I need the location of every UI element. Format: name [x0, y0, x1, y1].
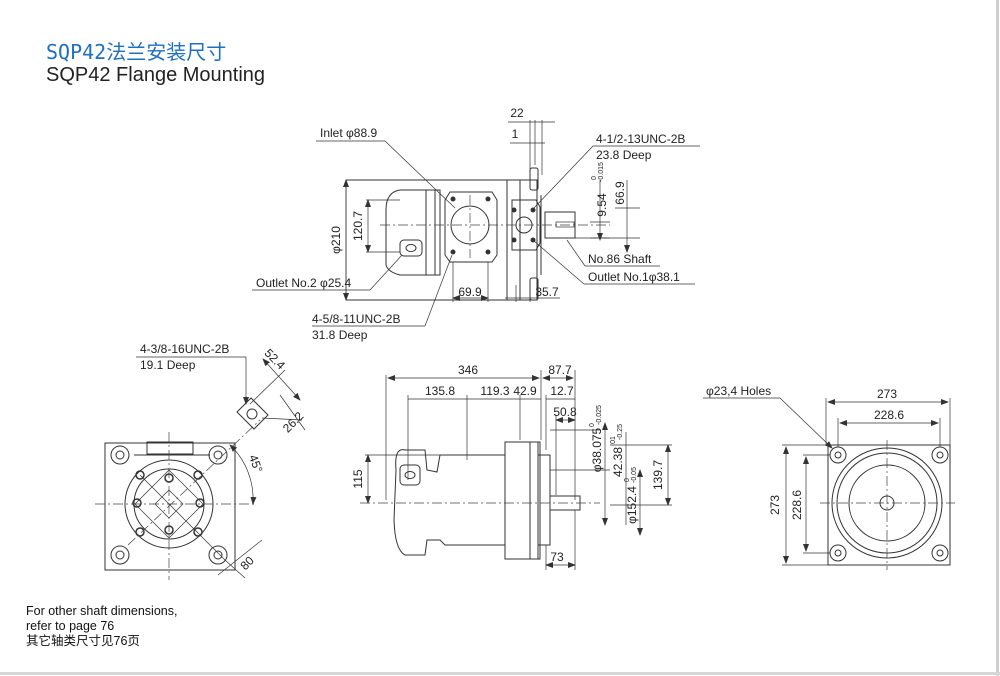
- dim-66-9: 66.9: [613, 181, 627, 205]
- shaft-note: For other shaft dimensions, refer to pag…: [26, 604, 177, 649]
- dim-35-7: 35.7: [535, 285, 559, 299]
- dim-38-075-tol-low: -0.025: [596, 405, 603, 425]
- dim-228-6-vertical: 228.6: [790, 490, 804, 520]
- top-view: φ210 120.7 69.9 35.7 22 1: [252, 106, 700, 342]
- dim-228-6-horizontal: 228.6: [874, 408, 904, 422]
- dim-119-3: 119.3: [480, 384, 509, 398]
- dim-42-38-tol-low: -0.25: [617, 424, 624, 440]
- dim-120-7: 120.7: [351, 211, 365, 241]
- end-view: 52.4 26.2 45° 80 4-3/8-16UNC-2B 19.1 Dee…: [95, 342, 307, 580]
- rear-cover: [385, 189, 441, 276]
- dim-135-8: 135.8: [425, 384, 455, 398]
- dim-210: φ210: [329, 226, 343, 254]
- thread-3-8-depth: 19.1 Deep: [140, 358, 196, 372]
- dim-26-2: 26.2: [280, 409, 307, 436]
- shaft-label: No.86 Shaft: [588, 252, 652, 266]
- note-line-1: For other shaft dimensions,: [26, 604, 178, 618]
- title-english: SQP42 Flange Mounting: [46, 64, 266, 86]
- dim-52-4: 52.4: [262, 346, 289, 373]
- dim-273-horizontal: 273: [877, 387, 897, 401]
- dim-9-54-tol-up: 0: [591, 176, 598, 180]
- note-line-3: 其它轴类尺寸见76页: [26, 634, 140, 648]
- note-line-2: refer to page 76: [26, 619, 115, 633]
- dim-42-38-tol-up: 01: [610, 436, 617, 444]
- title-chinese: SQP42法兰安装尺寸: [46, 40, 227, 64]
- thread-1-2-depth: 23.8 Deep: [596, 148, 652, 162]
- dim-1: 1: [512, 127, 519, 141]
- dim-73: 73: [550, 550, 564, 564]
- front-view: 273 228.6 273 228.6 φ23,4 Holes: [703, 384, 955, 570]
- frame-border-right: [996, 0, 999, 676]
- outlet2-label: Outlet No.2 φ25.4: [256, 276, 351, 290]
- dim-9-54-tol-low: -0.015: [598, 162, 605, 182]
- dim-42-9: 42.9: [513, 384, 537, 398]
- thread-5-8-depth: 31.8 Deep: [312, 328, 368, 342]
- outlet2-port: [399, 239, 423, 257]
- dim-115: 115: [351, 469, 365, 488]
- dim-87-7: 87.7: [548, 363, 572, 377]
- dim-80: 80: [237, 553, 257, 573]
- dim-152-4-tol-low: -0.05: [631, 467, 638, 483]
- side-view: 346 87.7 135.8 119.3 42.9 12.7 50.8 115 …: [351, 363, 672, 570]
- dim-152-4-tol-up: 0: [624, 478, 631, 482]
- dim-38-075: φ38.075: [590, 427, 604, 472]
- thread-3-8-label: 4-3/8-16UNC-2B: [140, 342, 229, 356]
- dim-50-8: 50.8: [553, 405, 577, 419]
- dim-9-54: 9.54: [595, 193, 609, 217]
- top-body-outline: [346, 179, 521, 301]
- outlet1-flange: [511, 199, 541, 251]
- end-view-flange: [104, 442, 236, 571]
- inlet-label: Inlet φ88.9: [320, 126, 377, 140]
- frame-border-bottom: [0, 672, 1000, 675]
- thread-5-8-label: 4-5/8-11UNC-2B: [312, 312, 400, 326]
- dim-22: 22: [510, 106, 524, 120]
- dim-273-vertical: 273: [768, 495, 782, 515]
- thread-1-2-label: 4-1/2-13UNC-2B: [596, 132, 685, 146]
- outlet-flange-small: [236, 397, 269, 430]
- dim-69-9: 69.9: [458, 285, 482, 299]
- holes-label: φ23,4 Holes: [706, 384, 771, 398]
- dim-139-7: 139.7: [651, 460, 665, 490]
- angle-45: 45°: [246, 453, 265, 475]
- inlet-flange: [444, 191, 498, 263]
- outlet1-label: Outlet No.1φ38.1: [588, 270, 680, 284]
- front-flange: [827, 444, 951, 566]
- dim-38-075-tol-up: 0: [589, 423, 596, 427]
- dim-12-7: 12.7: [550, 384, 574, 398]
- dim-42-38: 42.38: [611, 447, 625, 477]
- dim-346: 346: [458, 363, 478, 377]
